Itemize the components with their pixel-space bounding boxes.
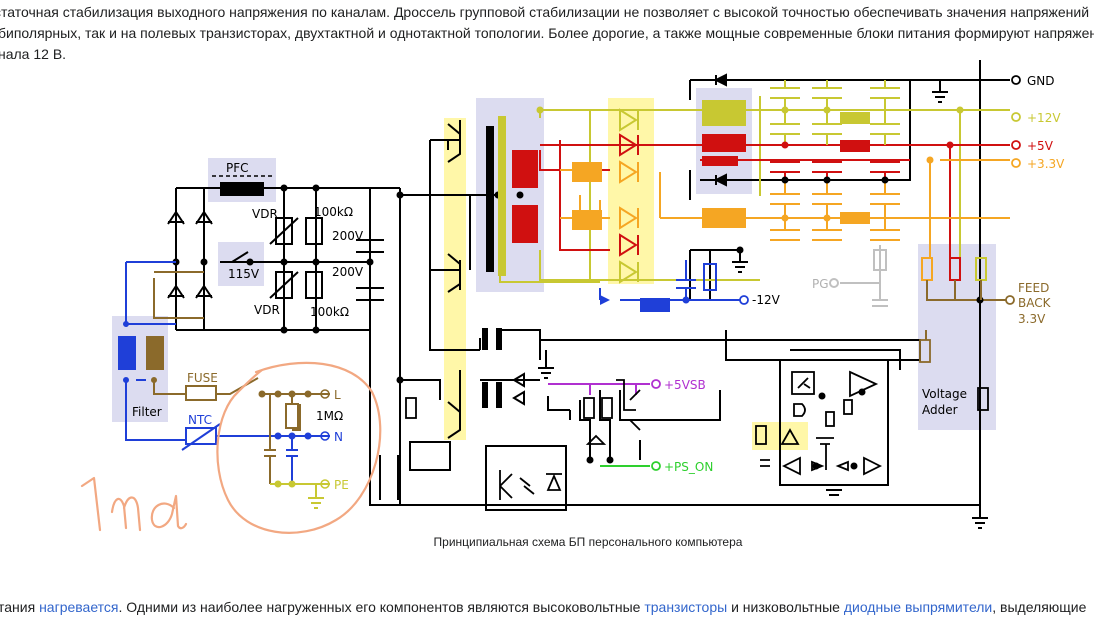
ground-symbols [538,91,988,529]
schematic-labels: GND +12V +5V +3.3V -12V PG FEED BACK 3.3… [132,74,1065,492]
link-heats-up[interactable]: нагревается [39,599,119,615]
label-filter: Filter [132,405,162,419]
input-stage [167,175,384,330]
article-line-2: биполярных, так и на полевых транзистора… [0,25,1094,41]
label-12v: +12V [1027,111,1061,125]
bottom-text-mid1: . Одними из наиболее нагруженных его ком… [118,599,645,615]
optocoupler [499,470,562,500]
label-100k-bottom: 100kΩ [310,305,349,319]
label-vdr-bottom: VDR [254,303,280,317]
label-5vsb: +5VSB [664,378,706,392]
article-line-1: статочная стабилизация выходного напряже… [0,4,1090,20]
label-vdr-top: VDR [252,207,278,221]
label-adder: Adder [922,403,958,417]
label-n: N [334,430,343,444]
label-l: L [334,388,341,402]
label-3v3: +3.3V [1027,157,1065,171]
label-pfc: PFC [226,161,249,175]
transformers [447,116,525,439]
input-filter [118,261,330,509]
label-pe: PE [334,478,349,492]
link-transistors[interactable]: транзисторы [644,599,728,615]
label-115v: 115V [228,267,260,281]
label-feedback-3: 3.3V [1018,312,1046,326]
bottom-text-start: тания [0,599,40,615]
secondary-components [494,73,964,312]
label-100k-top: 100kΩ [314,205,353,219]
label-1mohm: 1MΩ [316,409,343,423]
label-m12v: -12V [752,293,781,307]
label-feedback-1: FEED [1018,281,1049,295]
hand-annotation [80,361,382,534]
terminals [651,75,1021,471]
article-line-3: нала 12 В. [0,46,67,62]
bottom-text-end: , выделяющие [992,599,1087,615]
label-pg: PG [812,277,829,291]
label-voltage: Voltage [922,387,967,401]
primary-wiring [175,60,1010,518]
figure-caption: Принципиальная схема БП персонального ко… [433,535,743,549]
label-ntc: NTC [188,413,212,427]
pg-circuit [829,245,888,307]
link-diode-rectifiers[interactable]: диодные выпрямители [843,599,993,615]
label-gnd: GND [1027,74,1055,88]
label-feedback-2: BACK [1018,296,1052,310]
article-bottom-line: тания нагревается. Одними из наиболее на… [0,597,1086,618]
bottom-text-mid2: и низковольтные [727,599,844,615]
label-fuse: FUSE [187,371,218,385]
label-5v: +5V [1027,139,1054,153]
label-200v-bottom: 200V [332,265,364,279]
voltage-adder [921,257,987,300]
label-200v-top: 200V [332,229,364,243]
label-ps-on: +PS_ON [664,460,713,474]
